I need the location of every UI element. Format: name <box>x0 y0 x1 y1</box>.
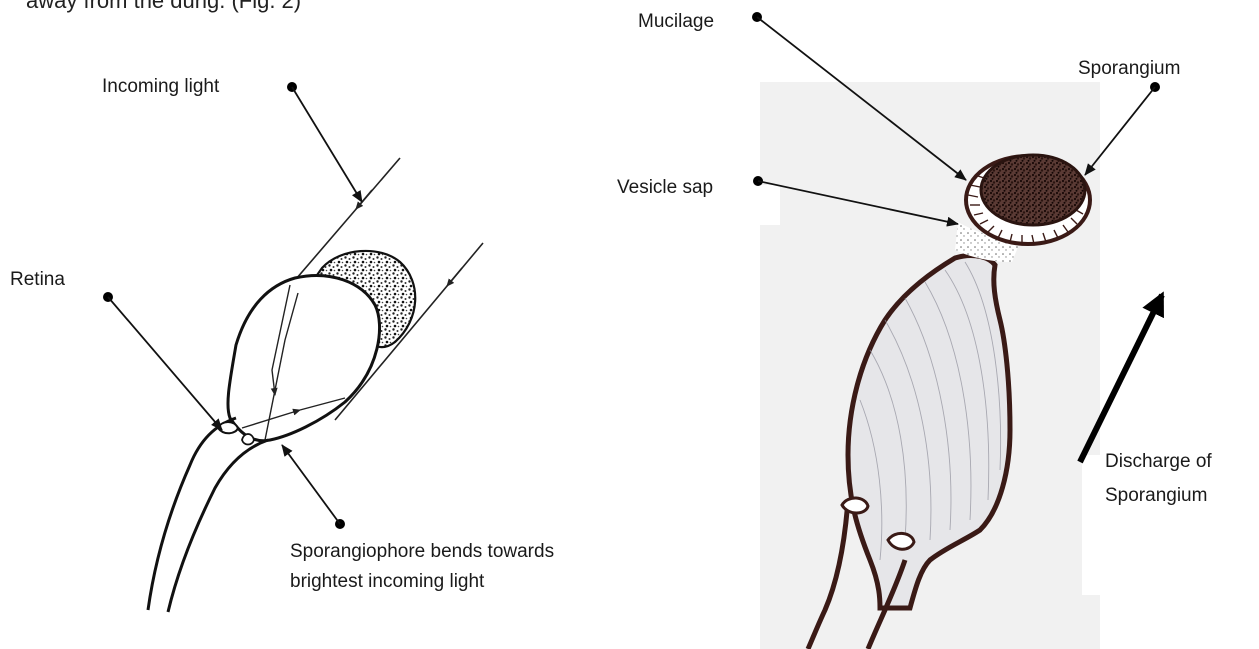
stalk-inner <box>168 440 268 612</box>
light-ray-arrow-2 <box>447 268 462 286</box>
sporangium-right <box>981 155 1085 225</box>
label-incoming-light: Incoming light <box>102 73 219 101</box>
label-vesicle-sap: Vesicle sap <box>617 174 713 202</box>
label-sporangiophore-line2: brightest incoming light <box>290 568 484 596</box>
label-sporangium: Sporangium <box>1078 55 1180 83</box>
label-sporangiophore-line1: Sporangiophore bends towards <box>290 538 554 566</box>
label-discharge-line2: Sporangium <box>1105 482 1207 510</box>
incoming-light-leader <box>292 87 362 202</box>
paper-panel-blank-right <box>1082 455 1100 595</box>
label-mucilage: Mucilage <box>638 8 714 36</box>
left-figure <box>103 82 483 612</box>
stalk-outer <box>148 418 236 610</box>
paper-panel-blank-left <box>755 185 780 225</box>
retina-leader <box>108 297 222 430</box>
sporangiophore-vesicle <box>228 276 380 441</box>
label-retina: Retina <box>10 266 65 294</box>
right-stalk-knot-left <box>842 498 868 513</box>
sporangiophore-leader <box>282 445 340 524</box>
right-stalk-knot-right <box>888 533 914 549</box>
retina-spot-inner <box>242 434 254 445</box>
right-figure <box>752 12 1162 649</box>
label-discharge-line1: Discharge of <box>1105 448 1212 476</box>
light-ray-arrow-1 <box>356 190 372 209</box>
